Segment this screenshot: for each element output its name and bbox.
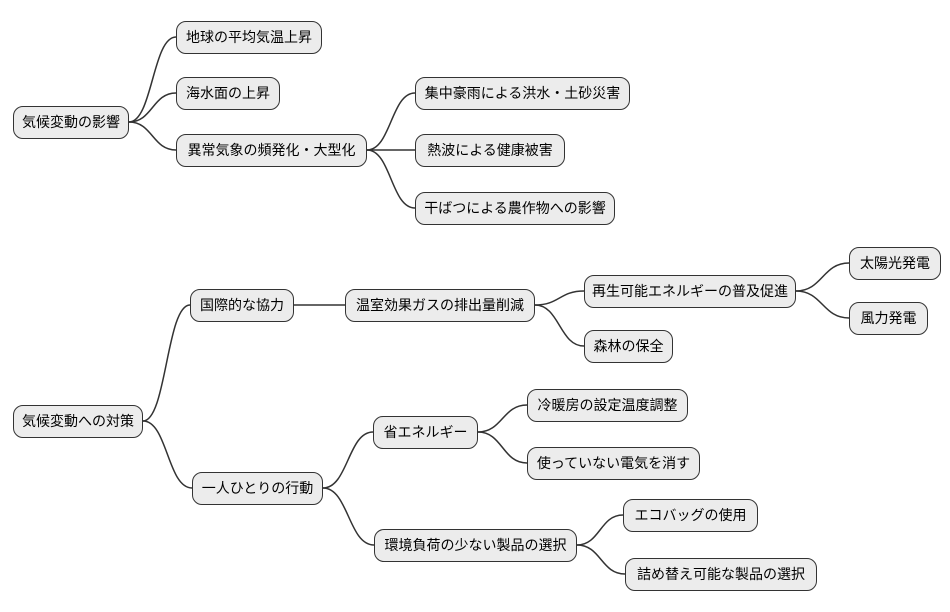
edge-renewable-to-wind [795,290,850,319]
edge-individual-to-energy-saving [322,431,374,489]
mindmap-node-measures: 気候変動への対策 [13,404,143,438]
mindmap-node-solar: 太陽光発電 [849,246,941,280]
edge-extreme-weather-to-drought [366,149,416,209]
mindmap-node-flood: 集中豪雨による洪水・土砂災害 [415,76,630,110]
edge-extreme-weather-to-flood [366,92,416,151]
edge-impact-to-sea-level [128,92,177,123]
mindmap-node-ac-temp: 冷暖房の設定温度調整 [527,388,688,422]
mindmap-node-renewable: 再生可能エネルギーの普及促進 [584,274,796,308]
edge-measures-to-individual [142,420,193,489]
mindmap-node-intl: 国際的な協力 [190,288,294,322]
edge-ghg-to-forest [534,304,585,347]
edge-individual-to-eco-products [322,487,375,546]
mindmap-node-impact: 気候変動の影響 [13,105,129,139]
edge-measures-to-intl [142,304,191,422]
edge-renewable-to-solar [795,262,850,292]
mindmap-node-drought: 干ばつによる農作物への影響 [415,191,615,225]
mindmap-node-ghg: 温室効果ガスの排出量削減 [345,288,535,322]
edge-energy-saving-to-ac-temp [477,404,528,433]
mindmap-node-eco-products: 環境負荷の少ない製品の選択 [374,528,577,562]
mindmap-node-turn-off: 使っていない電気を消す [527,446,700,480]
mindmap-node-refill: 詰め替え可能な製品の選択 [625,557,817,591]
edge-ghg-to-renewable [534,290,585,306]
mindmap-node-individual: 一人ひとりの行動 [192,471,323,505]
mindmap-node-energy-saving: 省エネルギー [373,415,478,449]
edge-eco-products-to-refill [576,544,626,575]
mindmap-node-forest: 森林の保全 [584,329,673,363]
edge-energy-saving-to-turn-off [477,431,528,464]
mindmap-node-temp-rise: 地球の平均気温上昇 [176,20,322,54]
mindmap-node-extreme-weather: 異常気象の頻発化・大型化 [176,133,367,167]
mindmap-node-sea-level: 海水面の上昇 [176,76,280,110]
mindmap-node-heatwave: 熱波による健康被害 [415,133,565,167]
mindmap-node-wind: 風力発電 [849,301,928,335]
mindmap-node-eco-bag: エコバッグの使用 [623,498,758,532]
edge-impact-to-extreme-weather [128,121,177,151]
edge-eco-products-to-eco-bag [576,514,624,546]
edge-impact-to-temp-rise [128,36,177,123]
